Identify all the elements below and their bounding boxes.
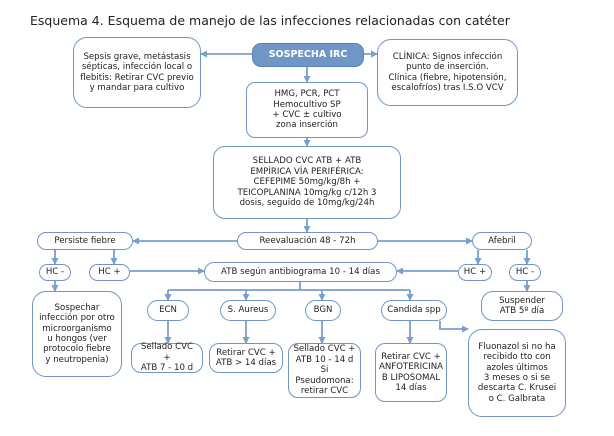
sospechar-box: Sospechar infección por otro microorgani… <box>32 291 122 377</box>
hc-minus-right-box: HC - <box>509 264 541 281</box>
hc-minus-left-box: HC - <box>39 264 71 281</box>
hc-plus-left-box: HC + <box>89 264 130 281</box>
candida-treatment-box: Retirar CVC + ANFOTERICINA B LIPOSOMAL 1… <box>375 343 447 402</box>
candida-box: Candida spp <box>381 300 447 321</box>
reevaluacion-label: Reevaluación 48 - 72h <box>259 235 356 246</box>
fluconazol-text: Fluonazol si no ha recibido tto con azol… <box>477 341 557 404</box>
sospechar-text: Sospechar infección por otro microorgani… <box>39 302 115 365</box>
bgn-treatment-box: Sellado CVC + ATB 10 - 14 d Si Pseudomon… <box>288 343 361 398</box>
hc-plus-right-label: HC + <box>463 267 487 278</box>
sellado-empirica-box: SELLADO CVC ATB + ATB EMPÍRICA VÍA PERIF… <box>213 146 401 219</box>
diagram-title: Esquema 4. Esquema de manejo de las infe… <box>30 13 510 28</box>
sepsis-text: Sepsis grave, metástasis sépticas, infec… <box>80 51 194 93</box>
persiste-fiebre-box: Persiste fiebre <box>37 232 133 250</box>
s-aureus-box: S. Aureus <box>220 300 276 321</box>
hc-minus-right-label: HC - <box>515 267 535 278</box>
persiste-fiebre-label: Persiste fiebre <box>54 235 116 246</box>
atb-antibiograma-label: ATB según antibiograma 10 - 14 días <box>221 266 380 277</box>
fluconazol-box: Fluonazol si no ha recibido tto con azol… <box>468 329 566 417</box>
arrow-candida-to-fluconazol <box>439 321 469 333</box>
sellado-empirica-text: SELLADO CVC ATB + ATB EMPÍRICA VÍA PERIF… <box>237 156 377 209</box>
reevaluacion-box: Reevaluación 48 - 72h <box>237 232 378 250</box>
bgn-treatment-text: Sellado CVC + ATB 10 - 14 d Si Pseudomon… <box>293 344 356 397</box>
sospecha-irc-box: SOSPECHA IRC <box>252 43 364 67</box>
bgn-box: BGN <box>305 300 341 321</box>
ecn-treatment-box: Sellado CVC + ATB 7 - 10 d <box>131 342 203 374</box>
suspender-atb-text: Suspender ATB 5º día <box>499 295 545 316</box>
s-aureus-treatment-text: Retirar CVC + ATB > 14 días <box>215 347 277 368</box>
sospecha-irc-label: SOSPECHA IRC <box>268 49 348 61</box>
hemocultivo-text: HMG, PCR, PCT Hemocultivo SP + CVC ± cul… <box>272 89 342 131</box>
candida-treatment-text: Retirar CVC + ANFOTERICINA B LIPOSOMAL 1… <box>378 351 444 393</box>
afebril-box: Afebril <box>472 232 532 250</box>
hc-plus-right-box: HC + <box>458 264 492 281</box>
hc-plus-left-label: HC + <box>98 267 121 278</box>
afebril-label: Afebril <box>488 235 516 246</box>
sepsis-box: Sepsis grave, metástasis sépticas, infec… <box>73 37 201 108</box>
hc-minus-left-label: HC - <box>45 267 65 278</box>
clinica-box: CLÍNICA: Signos infección punto de inser… <box>377 39 518 106</box>
ecn-treatment-text: Sellado CVC + ATB 7 - 10 d <box>140 342 194 374</box>
suspender-atb-box: Suspender ATB 5º día <box>481 291 563 321</box>
bgn-label: BGN <box>313 305 333 316</box>
arrow-atb-to-organisms <box>168 282 410 291</box>
s-aureus-label: S. Aureus <box>227 305 269 316</box>
hemocultivo-box: HMG, PCR, PCT Hemocultivo SP + CVC ± cul… <box>246 82 368 138</box>
clinica-text: CLÍNICA: Signos infección punto de inser… <box>388 51 507 93</box>
atb-antibiograma-box: ATB según antibiograma 10 - 14 días <box>204 262 397 282</box>
ecn-label: ECN <box>159 305 177 316</box>
ecn-box: ECN <box>147 300 189 321</box>
s-aureus-treatment-box: Retirar CVC + ATB > 14 días <box>209 343 283 373</box>
candida-label: Candida spp <box>387 305 441 316</box>
